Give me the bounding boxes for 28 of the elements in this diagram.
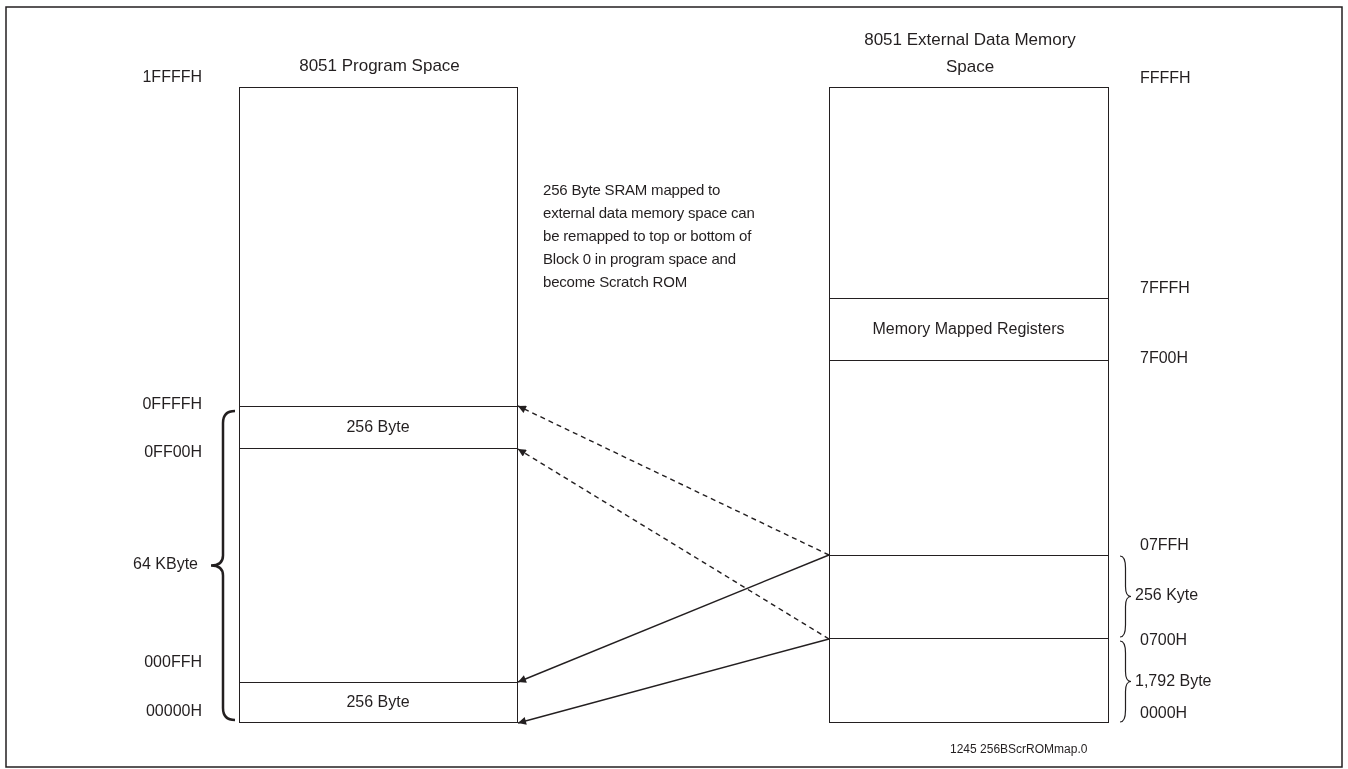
address-label: 1FFFFH — [142, 68, 202, 86]
address-label: 07FFH — [1140, 536, 1189, 554]
column-heading: 8051 Program Space — [298, 55, 461, 77]
address-label: 7FFFH — [1140, 279, 1190, 297]
address-label: 00000H — [145, 702, 202, 720]
address-label: FFFFH — [1140, 69, 1191, 87]
size-label: 256 Kyte — [1135, 586, 1199, 604]
note-text: 256 Byte SRAM mapped to external data memory space can be remapped to top or bottom of Block 0 in program space and become Scratch ROM — [543, 180, 755, 292]
address-label: 000FFH — [144, 653, 202, 671]
arrow — [517, 448, 830, 640]
size-label: 64 KByte — [133, 555, 198, 573]
memory-region — [828, 554, 1109, 639]
region-label: 256 Byte — [345, 417, 411, 436]
size-label: 1,792 Byte — [1135, 672, 1212, 690]
column-heading: 8051 External Data Memory Space — [863, 29, 1077, 78]
region-label: 256 Byte — [345, 692, 411, 711]
memory-region — [828, 297, 1109, 361]
memory-region — [238, 405, 518, 449]
address-label: 0700H — [1140, 631, 1188, 649]
address-label: 0FFFFH — [142, 395, 202, 413]
address-label: 0000H — [1140, 704, 1188, 722]
arrow — [517, 554, 830, 683]
arrow — [517, 638, 830, 725]
address-label: 7F00H — [1140, 349, 1189, 367]
address-label: 0FF00H — [144, 443, 202, 461]
figure-id: 1245 256BScrROMmap.0 — [950, 741, 1088, 758]
arrow — [517, 405, 830, 556]
region-label: Memory Mapped Registers — [871, 319, 1066, 338]
